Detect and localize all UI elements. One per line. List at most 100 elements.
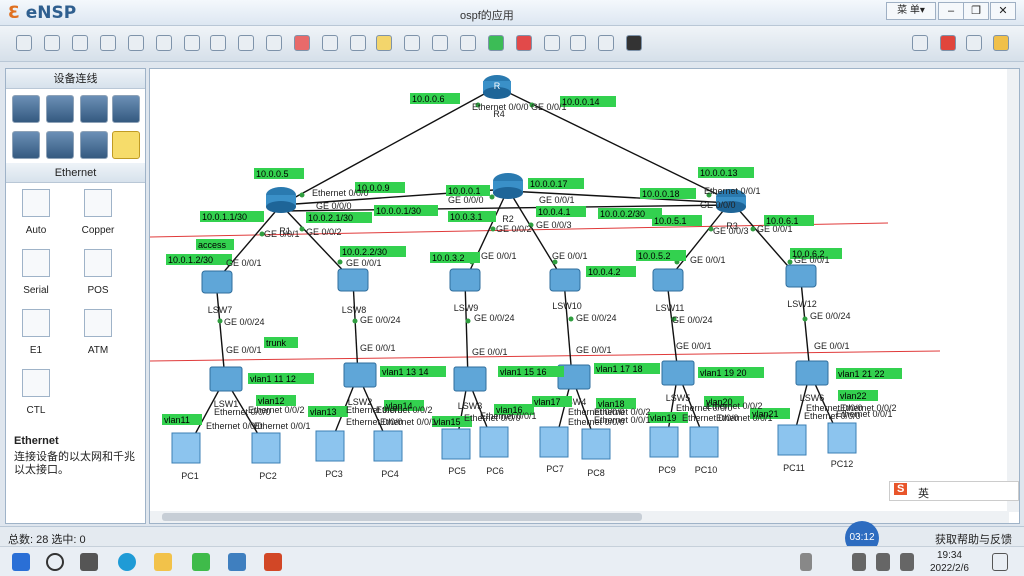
redo-icon[interactable] — [210, 35, 226, 51]
pc11[interactable] — [777, 424, 807, 456]
undo-icon[interactable] — [184, 35, 200, 51]
start-icon[interactable] — [488, 35, 504, 51]
window-title: ospf的应用 — [460, 10, 514, 22]
volume-icon[interactable] — [876, 553, 890, 571]
switch-lsw7[interactable] — [201, 270, 233, 294]
topology-canvas[interactable]: R R4 R1 R2 R3 LSW7 LSW8 — [149, 68, 1020, 524]
save-as-icon[interactable] — [128, 35, 144, 51]
router-r2[interactable] — [493, 173, 523, 199]
window-icon[interactable] — [598, 35, 614, 51]
wechat-icon[interactable] — [192, 553, 210, 571]
copper-cable-icon[interactable] — [84, 189, 112, 217]
pc10[interactable] — [689, 426, 719, 458]
search-icon[interactable] — [46, 553, 64, 571]
capture-icon[interactable] — [544, 35, 560, 51]
new-lab-icon[interactable] — [44, 35, 60, 51]
pc-category-icon[interactable] — [12, 131, 40, 159]
chat-icon[interactable] — [912, 35, 928, 51]
router-category-icon[interactable] — [12, 95, 40, 123]
pos-label: POS — [87, 285, 109, 296]
save-icon[interactable] — [100, 35, 116, 51]
switch-lsw8[interactable] — [337, 268, 369, 292]
edge-icon[interactable] — [118, 553, 136, 571]
auto-cable-icon[interactable] — [22, 189, 50, 217]
menu-button[interactable]: 菜 单▾ — [886, 2, 936, 20]
delete-icon[interactable] — [294, 35, 310, 51]
pos-cable-icon[interactable] — [84, 249, 112, 277]
r3-port-eth: Ethernet 0/0/1 — [704, 186, 761, 196]
battery-icon[interactable] — [900, 553, 914, 571]
pc9[interactable] — [649, 426, 679, 458]
pc12[interactable] — [827, 422, 857, 454]
router-r1[interactable] — [266, 187, 296, 213]
pc2[interactable] — [251, 432, 281, 464]
router-r4[interactable]: R — [483, 75, 511, 99]
text-icon[interactable] — [350, 35, 366, 51]
minimize-button[interactable]: – — [938, 2, 964, 20]
zoom-in-icon[interactable] — [404, 35, 420, 51]
start-icon[interactable] — [12, 553, 30, 571]
scroll-thumb[interactable] — [162, 513, 642, 521]
powerpoint-icon[interactable] — [264, 553, 282, 571]
router-r3[interactable] — [716, 189, 746, 213]
hand-icon[interactable] — [266, 35, 282, 51]
new-topology-icon[interactable] — [16, 35, 32, 51]
horizontal-scrollbar[interactable] — [150, 511, 1009, 523]
switch-lsw3[interactable] — [453, 366, 487, 392]
pc1[interactable] — [171, 432, 201, 464]
wlan-category-icon[interactable] — [80, 95, 108, 123]
notification-icon[interactable] — [992, 553, 1008, 571]
ensp-taskbar-icon[interactable] — [228, 553, 246, 571]
clock[interactable]: 19:34 2022/2/6 — [930, 549, 969, 575]
cloud-category-icon[interactable] — [46, 131, 74, 159]
ctl-cable-icon[interactable] — [22, 369, 50, 397]
switch-lsw2[interactable] — [343, 362, 377, 388]
switch-lsw11[interactable] — [652, 268, 684, 292]
file-explorer-icon[interactable] — [154, 553, 172, 571]
server-category-icon[interactable] — [80, 131, 108, 159]
restore-button[interactable]: ❐ — [963, 2, 989, 20]
terminal-icon[interactable] — [626, 35, 642, 51]
pc7[interactable] — [539, 426, 569, 458]
switch-lsw5[interactable] — [661, 360, 695, 386]
task-view-icon[interactable] — [80, 553, 98, 571]
serial-cable-icon[interactable] — [22, 249, 50, 277]
vertical-scrollbar[interactable] — [1007, 69, 1019, 512]
lsw9-name: LSW9 — [454, 303, 479, 313]
tray-chevron-icon[interactable] — [800, 553, 812, 571]
zoom-out-icon[interactable] — [432, 35, 448, 51]
switch-lsw6[interactable] — [795, 360, 829, 386]
atm-cable-icon[interactable] — [84, 309, 112, 337]
wifi-icon[interactable] — [852, 553, 866, 571]
settings-icon[interactable] — [966, 35, 982, 51]
atm-label: ATM — [87, 345, 109, 356]
help-feedback-link[interactable]: 获取帮助与反馈 — [935, 534, 1012, 546]
pc4[interactable] — [373, 430, 403, 462]
ime-toolbar[interactable]: S 英 — [889, 481, 1019, 501]
print-icon[interactable] — [156, 35, 172, 51]
huawei-icon[interactable] — [940, 35, 956, 51]
cable-category-icon[interactable] — [112, 131, 140, 159]
switch-lsw9[interactable] — [449, 268, 481, 292]
switch-category-icon[interactable] — [46, 95, 74, 123]
lsw1-name: LSW1 — [214, 399, 239, 409]
help-icon[interactable] — [993, 35, 1009, 51]
switch-lsw10[interactable] — [549, 268, 581, 292]
grid-icon[interactable] — [570, 35, 586, 51]
stop-icon[interactable] — [516, 35, 532, 51]
pc5[interactable] — [441, 428, 471, 460]
switch-lsw12[interactable] — [785, 264, 817, 288]
pc6[interactable] — [479, 426, 509, 458]
ime-mode-icon[interactable]: 英 — [918, 488, 929, 500]
pc3[interactable] — [315, 430, 345, 462]
palette-icon[interactable] — [376, 35, 392, 51]
delete-all-icon[interactable] — [322, 35, 338, 51]
firewall-category-icon[interactable] — [112, 95, 140, 123]
pc8[interactable] — [581, 428, 611, 460]
select-icon[interactable] — [238, 35, 254, 51]
e1-cable-icon[interactable] — [22, 309, 50, 337]
open-icon[interactable] — [72, 35, 88, 51]
close-button[interactable]: ✕ — [990, 2, 1016, 20]
fit-icon[interactable] — [460, 35, 476, 51]
switch-lsw1[interactable] — [209, 366, 243, 392]
